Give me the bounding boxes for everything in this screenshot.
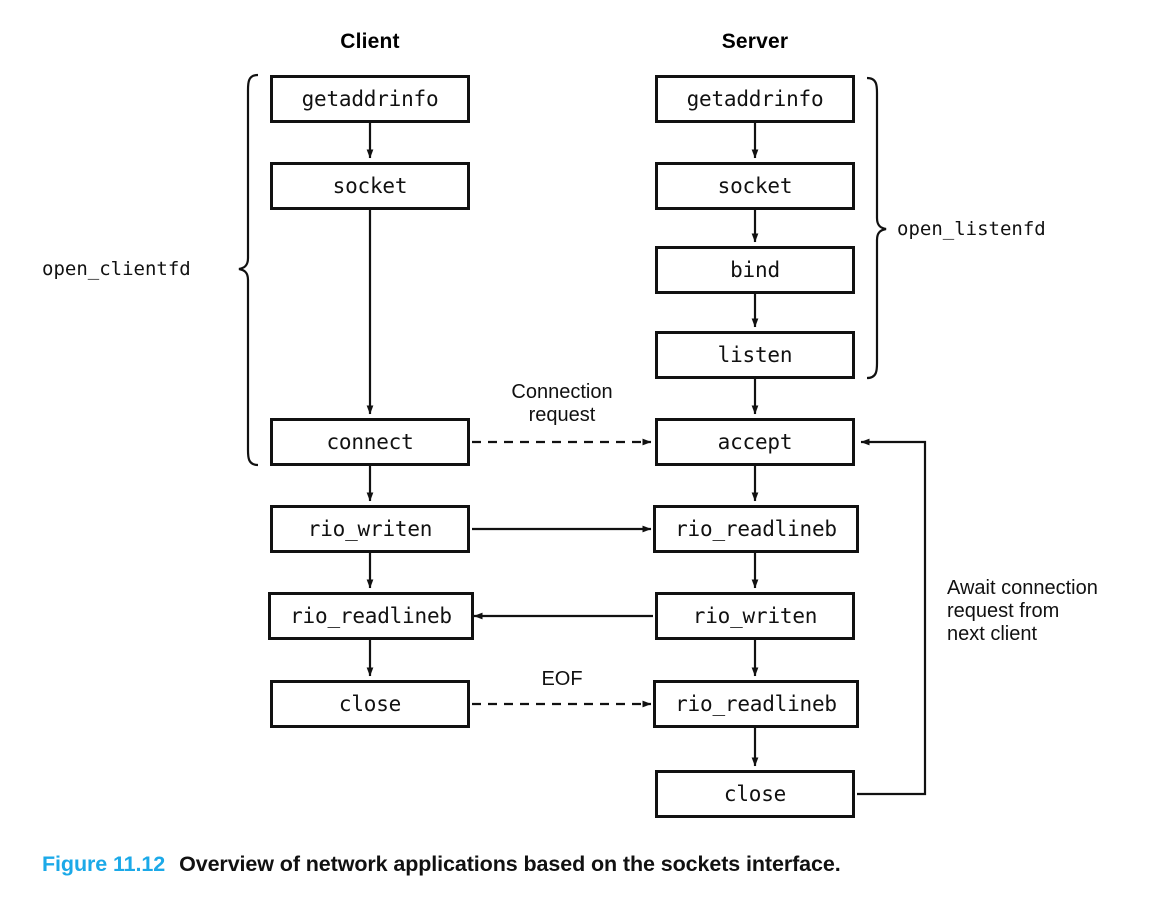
node-label: accept <box>717 429 793 454</box>
server-column-header: Server <box>721 30 789 53</box>
node-label: socket <box>717 173 793 198</box>
node-label: close <box>338 691 402 716</box>
client-node-rio-readlineb[interactable]: rio_readlineb <box>268 592 474 640</box>
node-label: getaddrinfo <box>686 86 824 111</box>
edge-label-await-connection: Await connection request from next clien… <box>947 577 1098 645</box>
server-node-accept[interactable]: accept <box>655 418 855 466</box>
server-node-close[interactable]: close <box>655 770 855 818</box>
server-node-listen[interactable]: listen <box>655 331 855 379</box>
client-node-socket[interactable]: socket <box>270 162 470 210</box>
client-node-getaddrinfo[interactable]: getaddrinfo <box>270 75 470 123</box>
node-label: connect <box>326 429 414 454</box>
client-column-header: Client <box>340 30 400 53</box>
node-label: rio_readlineb <box>675 691 837 716</box>
node-label: rio_readlineb <box>675 516 837 541</box>
server-node-rio-writen[interactable]: rio_writen <box>655 592 855 640</box>
node-label: rio_writen <box>692 603 818 628</box>
edge-label-eof: EOF <box>541 668 583 690</box>
server-node-getaddrinfo[interactable]: getaddrinfo <box>655 75 855 123</box>
node-label: rio_readlineb <box>290 603 452 628</box>
server-node-rio-readlineb-1[interactable]: rio_readlineb <box>653 505 859 553</box>
brace-server <box>866 76 887 380</box>
server-node-socket[interactable]: socket <box>655 162 855 210</box>
node-label: close <box>723 781 787 806</box>
client-node-close[interactable]: close <box>270 680 470 728</box>
brace-client <box>238 73 259 467</box>
figure-caption-text: Overview of network applications based o… <box>179 852 841 876</box>
client-node-connect[interactable]: connect <box>270 418 470 466</box>
figure-number: Figure 11.12 <box>42 852 166 876</box>
edge-await-connection-loop <box>857 438 927 796</box>
node-label: socket <box>332 173 408 198</box>
brace-label-open-clientfd: open_clientfd <box>42 258 191 280</box>
figure-caption: Figure 11.12 Overview of network applicat… <box>42 852 1142 877</box>
node-label: listen <box>717 342 793 367</box>
server-node-bind[interactable]: bind <box>655 246 855 294</box>
brace-label-open-listenfd: open_listenfd <box>897 218 1046 240</box>
server-node-rio-readlineb-2[interactable]: rio_readlineb <box>653 680 859 728</box>
edge-label-connection-request: Connection request <box>511 381 613 426</box>
node-label: rio_writen <box>307 516 433 541</box>
node-label: getaddrinfo <box>301 86 439 111</box>
client-node-rio-writen[interactable]: rio_writen <box>270 505 470 553</box>
node-label: bind <box>730 257 780 282</box>
